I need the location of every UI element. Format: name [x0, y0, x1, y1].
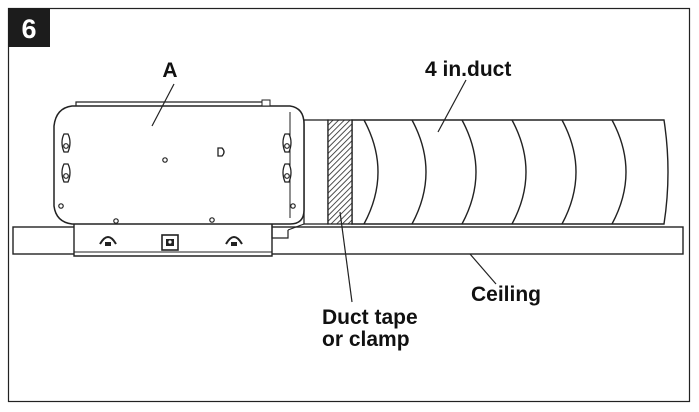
receptacle-clip-right [225, 236, 243, 246]
label-duct-tape-line1: Duct tape [322, 306, 418, 329]
mounting-hole [113, 218, 119, 224]
receptacle-clip-left [99, 236, 117, 246]
leader-duct-tape [339, 211, 353, 303]
duct [351, 119, 669, 225]
keyhole-slot-right-top [282, 133, 292, 153]
mounting-hole [58, 203, 64, 209]
step-badge: 6 [8, 8, 50, 47]
mounting-hole [162, 157, 168, 163]
diagram-border [7, 7, 691, 403]
leader-part-a [151, 83, 175, 127]
duct-collar [303, 119, 329, 225]
leader-duct [437, 79, 467, 133]
label-ceiling: Ceiling [471, 283, 541, 306]
leader-ceiling [469, 253, 497, 285]
fan-housing-plate [53, 105, 305, 225]
keyhole-slot-left-top [61, 133, 71, 153]
keyhole-slot-left-bottom [61, 163, 71, 183]
step-number: 6 [21, 14, 36, 44]
mounting-hole [209, 217, 215, 223]
mounting-hole [290, 203, 296, 209]
duct-tape-band [327, 119, 353, 225]
tab-knockout [217, 147, 225, 157]
electrical-box [161, 234, 179, 251]
label-part-a: A [162, 59, 177, 82]
keyhole-slot-right-bottom [282, 163, 292, 183]
label-duct: 4 in.duct [425, 58, 511, 81]
label-duct-tape-line2: or clamp [322, 328, 410, 351]
